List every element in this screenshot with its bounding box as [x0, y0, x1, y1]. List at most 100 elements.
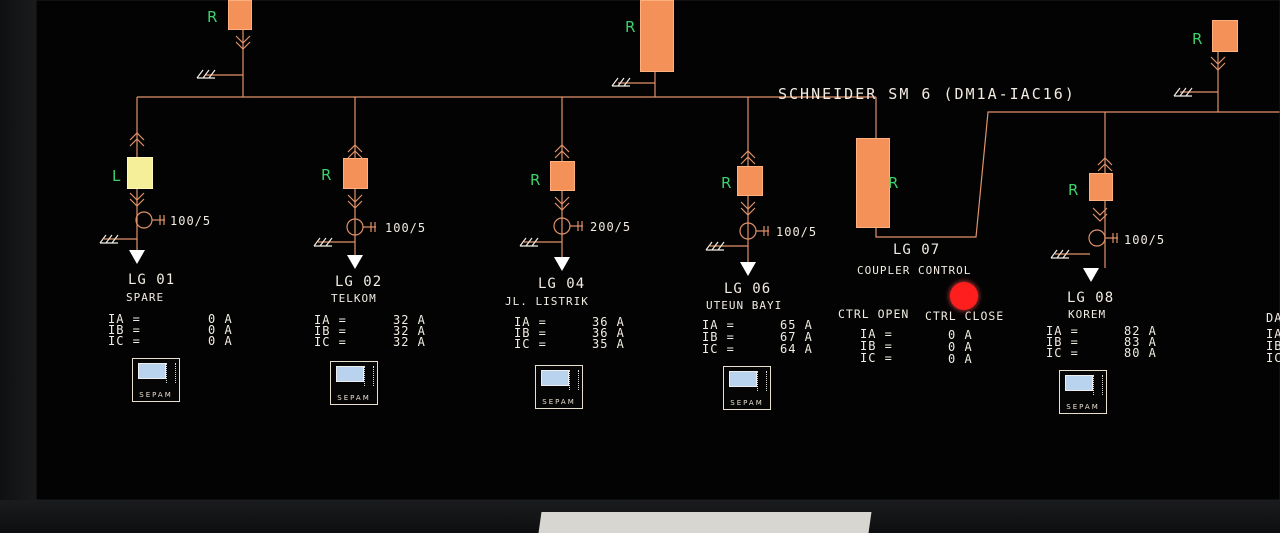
lg01-ic-value: 0 A — [208, 334, 233, 348]
lg06-ib-value: 67 A — [780, 330, 813, 344]
lg02-sub: TELKOM — [331, 292, 377, 305]
lg08-sepam-relay[interactable]: SEPAM — [1059, 370, 1107, 414]
incomer-centre-breaker[interactable] — [640, 0, 674, 72]
lg02-ib-label: IB = — [314, 324, 347, 338]
lg08-sub: KOREM — [1068, 308, 1107, 321]
lg06-sub: UTEUN BAYI — [706, 299, 783, 312]
lg08-ia-label: IA = — [1046, 324, 1079, 338]
lg07-ib-value: 0 A — [948, 340, 973, 354]
lg04-name: LG 04 — [538, 276, 586, 292]
sepam-display-icon — [138, 363, 166, 379]
edge-feeder-name: DA — [1266, 311, 1280, 325]
sepam-label: SEPAM — [139, 391, 173, 399]
lg02-mode: R — [321, 166, 332, 184]
lg02-breaker[interactable] — [343, 158, 368, 189]
lg01-ia-value: 0 A — [208, 312, 233, 326]
edge-feeder-ia: IA — [1266, 327, 1280, 341]
incomer-left-mode: R — [207, 8, 218, 26]
lg06-ia-label: IA = — [702, 318, 735, 332]
sepam-keypad-icon — [1093, 375, 1103, 395]
lg07-sub: COUPLER CONTROL — [857, 264, 972, 277]
sepam-display-icon — [541, 370, 569, 386]
busbar-right — [875, 111, 1280, 238]
lg04-ic-value: 35 A — [592, 337, 625, 351]
incomer-right-breaker[interactable] — [1212, 20, 1238, 52]
sepam-display-icon — [729, 371, 757, 387]
lg02-ic-value: 32 A — [393, 335, 426, 349]
sepam-label: SEPAM — [1066, 403, 1100, 411]
ctrl-open-button[interactable]: CTRL OPEN — [838, 307, 910, 321]
sepam-display-icon — [1065, 375, 1093, 391]
page-title: SCHNEIDER SM 6 (DM1A-IAC16) — [778, 85, 1076, 103]
lg06-ib-label: IB = — [702, 330, 735, 344]
lg08-name: LG 08 — [1067, 290, 1115, 306]
lg01-breaker[interactable] — [127, 157, 153, 189]
lg02-ia-value: 32 A — [393, 313, 426, 327]
incomer-left-breaker[interactable] — [228, 0, 252, 30]
sepam-label: SEPAM — [542, 398, 576, 406]
sepam-keypad-icon — [364, 366, 374, 386]
lg08-ct-rating: 100/5 — [1124, 233, 1166, 247]
lg01-name: LG 01 — [128, 272, 176, 288]
desk-paper-strip — [538, 512, 872, 533]
ctrl-close-button[interactable]: CTRL CLOSE — [925, 309, 1005, 323]
lg04-sub: JL. LISTRIK — [505, 295, 589, 308]
lg08-breaker[interactable] — [1089, 173, 1113, 201]
lg01-ia-label: IA = — [108, 312, 141, 326]
lg02-ia-label: IA = — [314, 313, 347, 327]
lg02-ct-rating: 100/5 — [385, 221, 427, 235]
edge-feeder-ic: IC — [1266, 351, 1280, 365]
lg01-ib-value: 0 A — [208, 323, 233, 337]
lg08-ic-value: 80 A — [1124, 346, 1157, 360]
lg01-ib-label: IB = — [108, 323, 141, 337]
sepam-keypad-icon — [166, 363, 176, 383]
lg07-mode: R — [888, 174, 899, 192]
lg08-ic-label: IC = — [1046, 346, 1079, 360]
sepam-display-icon — [336, 366, 364, 382]
lg04-ib-value: 36 A — [592, 326, 625, 340]
coupler-close-indicator[interactable] — [950, 282, 978, 310]
lg04-ia-label: IA = — [514, 315, 547, 329]
incomer-right-mode: R — [1192, 30, 1203, 48]
incomer-centre-mode: R — [625, 18, 636, 36]
lg07-ia-value: 0 A — [948, 328, 973, 342]
monitor-bezel-left — [0, 0, 36, 533]
lg04-breaker[interactable] — [550, 161, 575, 191]
lg01-sepam-relay[interactable]: SEPAM — [132, 358, 180, 402]
lg07-coupler-breaker[interactable] — [856, 138, 890, 228]
lg04-ic-label: IC = — [514, 337, 547, 351]
sepam-keypad-icon — [757, 371, 767, 391]
lg04-sepam-relay[interactable]: SEPAM — [535, 365, 583, 409]
sepam-label: SEPAM — [337, 394, 371, 402]
lg06-mode: R — [721, 174, 732, 192]
lg04-ct-rating: 200/5 — [590, 220, 632, 234]
lg04-ib-label: IB = — [514, 326, 547, 340]
edge-feeder-ib: IB — [1266, 339, 1280, 353]
lg08-ib-value: 83 A — [1124, 335, 1157, 349]
lg07-ia-label: IA = — [860, 327, 893, 341]
lg02-name: LG 02 — [335, 274, 383, 290]
sepam-keypad-icon — [569, 370, 579, 390]
lg06-ic-value: 64 A — [780, 342, 813, 356]
lg07-ic-label: IC = — [860, 351, 893, 365]
lg06-sepam-relay[interactable]: SEPAM — [723, 366, 771, 410]
lg08-mode: R — [1068, 181, 1079, 199]
lg07-ic-value: 0 A — [948, 352, 973, 366]
lg07-ib-label: IB = — [860, 339, 893, 353]
lg08-ib-label: IB = — [1046, 335, 1079, 349]
lg06-breaker[interactable] — [737, 166, 763, 196]
lg06-ia-value: 65 A — [780, 318, 813, 332]
lg06-name: LG 06 — [724, 281, 772, 297]
lg02-sepam-relay[interactable]: SEPAM — [330, 361, 378, 405]
lg06-ct-rating: 100/5 — [776, 225, 818, 239]
lg04-mode: R — [530, 171, 541, 189]
lg07-name: LG 07 — [893, 242, 941, 258]
lg01-ct-rating: 100/5 — [170, 214, 212, 228]
sepam-label: SEPAM — [730, 399, 764, 407]
lg06-ic-label: IC = — [702, 342, 735, 356]
lg04-ia-value: 36 A — [592, 315, 625, 329]
lg02-ib-value: 32 A — [393, 324, 426, 338]
lg01-ic-label: IC = — [108, 334, 141, 348]
